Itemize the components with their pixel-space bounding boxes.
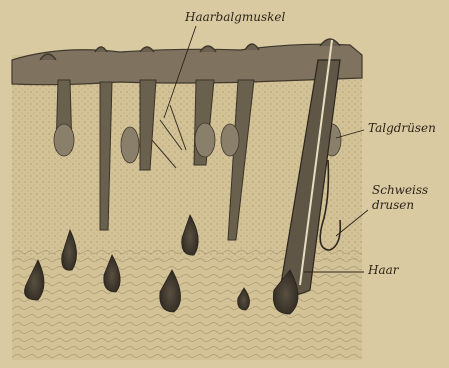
label-hair-muscle: Haarbalgmuskel [185, 11, 285, 24]
label-hair: Haar [368, 264, 399, 277]
gland-4 [221, 124, 239, 156]
gland-3 [195, 123, 215, 157]
epidermis-layer [12, 44, 362, 84]
label-sweat-glands-2: drusen [372, 199, 414, 212]
label-sweat-glands-1: Schweiss [372, 184, 428, 197]
gland-1 [54, 124, 74, 156]
gland-2 [121, 127, 139, 163]
label-sebaceous-glands: Talgdrüsen [368, 122, 436, 135]
